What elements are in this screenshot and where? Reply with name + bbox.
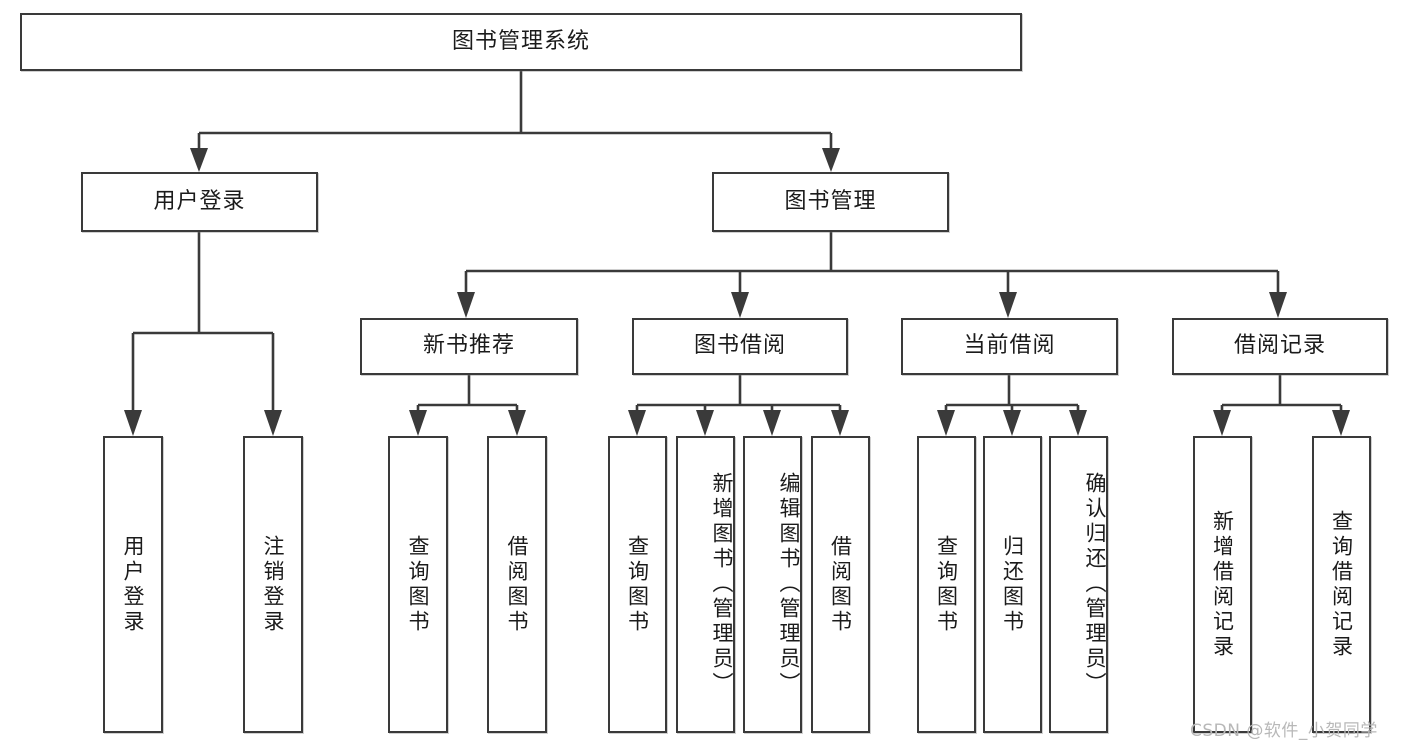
node-book-management[interactable]: 图书管理 — [712, 172, 949, 232]
leaf-query-book-borrow[interactable]: 查询图书 — [608, 436, 667, 733]
node-label: 查询借阅记录 — [1329, 509, 1354, 660]
node-label: 归还图书 — [1000, 534, 1025, 635]
node-user-login[interactable]: 用户登录 — [81, 172, 318, 232]
node-label: 查询图书 — [934, 534, 959, 635]
node-label: 当前借阅 — [963, 333, 1056, 359]
leaf-add-book-admin[interactable]: 新增图书（管理员） — [676, 436, 735, 733]
leaf-borrow-book-recommend[interactable]: 借阅图书 — [487, 436, 547, 733]
leaf-query-book-current[interactable]: 查询图书 — [917, 436, 976, 733]
node-current-borrow[interactable]: 当前借阅 — [901, 318, 1118, 375]
node-label: 编辑图书（管理员） — [777, 472, 801, 697]
node-label: 新增图书（管理员） — [710, 472, 734, 697]
node-label: 新增借阅记录 — [1210, 509, 1235, 660]
node-root-book-management-system[interactable]: 图书管理系统 — [20, 13, 1022, 71]
node-label: 查询图书 — [625, 534, 650, 635]
node-label: 借阅记录 — [1233, 333, 1326, 359]
node-book-borrow[interactable]: 图书借阅 — [632, 318, 848, 375]
leaf-query-book-recommend[interactable]: 查询图书 — [388, 436, 448, 733]
leaf-borrow-book-borrow[interactable]: 借阅图书 — [811, 436, 870, 733]
node-label: 注销登录 — [261, 534, 286, 635]
node-borrow-record[interactable]: 借阅记录 — [1172, 318, 1388, 375]
node-label: 用户登录 — [121, 534, 146, 635]
node-label: 借阅图书 — [505, 534, 530, 635]
node-label: 用户登录 — [153, 188, 246, 214]
leaf-return-book[interactable]: 归还图书 — [983, 436, 1042, 733]
node-label: 图书管理 — [784, 188, 877, 214]
node-new-book-recommend[interactable]: 新书推荐 — [360, 318, 578, 375]
node-label: 查询图书 — [406, 534, 431, 635]
node-label: 确认归还（管理员） — [1083, 472, 1107, 697]
leaf-add-borrow-record[interactable]: 新增借阅记录 — [1193, 436, 1252, 733]
csdn-watermark: CSDN @软件_小贺同学 — [1190, 721, 1378, 741]
leaf-logout-login[interactable]: 注销登录 — [243, 436, 303, 733]
leaf-query-borrow-record[interactable]: 查询借阅记录 — [1312, 436, 1371, 733]
node-label: 图书借阅 — [693, 333, 786, 359]
leaf-confirm-return-admin[interactable]: 确认归还（管理员） — [1049, 436, 1108, 733]
leaf-edit-book-admin[interactable]: 编辑图书（管理员） — [743, 436, 802, 733]
node-label: 图书管理系统 — [451, 28, 590, 54]
leaf-user-login[interactable]: 用户登录 — [103, 436, 163, 733]
node-label: 借阅图书 — [828, 534, 853, 635]
node-label: 新书推荐 — [422, 333, 515, 359]
